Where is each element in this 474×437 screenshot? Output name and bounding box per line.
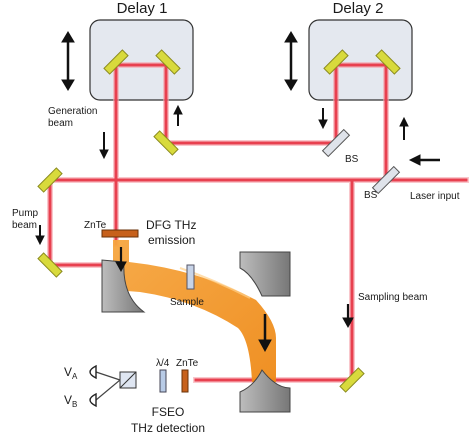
va-label: VA xyxy=(64,365,78,381)
dfg-thz-label-line1: DFG THz xyxy=(146,218,196,232)
laser-input-label: Laser input xyxy=(410,191,460,202)
delay2-stage xyxy=(308,19,413,101)
vb-label: VB xyxy=(64,393,77,409)
delay1-stage xyxy=(89,19,194,101)
vb-main: V xyxy=(64,393,72,407)
delay1-motion-arrow xyxy=(61,31,75,91)
quarter-wave-plate xyxy=(159,369,167,393)
znte-emitter-label: ZnTe xyxy=(84,220,107,231)
va-sub: A xyxy=(72,372,78,381)
dfg-thz-label-line2: emission xyxy=(148,233,195,247)
parabolic-mirror-2 xyxy=(239,251,291,297)
pump-beam-label-line1: Pump xyxy=(12,208,39,219)
beam-splitters xyxy=(321,128,401,195)
motion-arrows xyxy=(35,31,440,353)
quarter-wave-label: λ/4 xyxy=(156,358,170,369)
pump-beam-label-line2: beam xyxy=(12,220,37,231)
generation-beam-label-line2: beam xyxy=(48,118,73,129)
detector xyxy=(89,364,137,408)
sampling-beam-label: Sampling beam xyxy=(358,292,427,303)
sample-plate xyxy=(186,264,195,290)
fseo-label-line2: THz detection xyxy=(131,421,205,435)
fseo-label-line1: FSEO xyxy=(152,405,185,419)
delay2-motion-arrow xyxy=(284,31,298,91)
delay2-label: Delay 2 xyxy=(333,0,384,17)
bs-lower-label: BS xyxy=(364,190,378,201)
photodiode-b xyxy=(89,392,97,408)
znte-emitter-crystal xyxy=(101,229,139,238)
delay1-label: Delay 1 xyxy=(117,0,168,17)
znte-detector-label: ZnTe xyxy=(176,358,199,369)
photodiode-a xyxy=(89,364,97,380)
parabolic-mirror-3 xyxy=(239,369,291,413)
flat-mirrors xyxy=(37,49,401,393)
bs-upper-label: BS xyxy=(345,154,359,165)
generation-beam-label-line1: Generation xyxy=(48,106,97,117)
znte-detector-crystal xyxy=(181,369,189,393)
sample-label: Sample xyxy=(170,297,204,308)
vb-sub: B xyxy=(72,400,77,409)
thz-beam xyxy=(113,240,276,382)
va-main: V xyxy=(64,365,72,379)
